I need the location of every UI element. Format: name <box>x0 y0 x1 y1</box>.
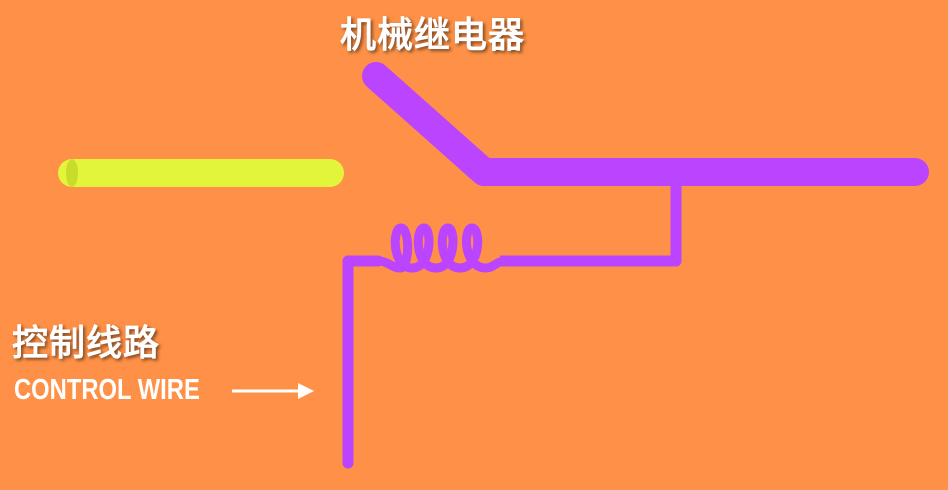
diagram-title: 机械继电器 <box>340 15 526 56</box>
input-wire-end <box>66 159 78 187</box>
arrow-right-icon <box>232 383 314 399</box>
control-wire-label-en: CONTROL WIRE <box>14 374 200 406</box>
relay-coil <box>373 223 511 273</box>
control-wire-return <box>500 180 682 267</box>
control-wire <box>342 255 384 469</box>
relay-switch-arm <box>362 62 929 186</box>
control-wire-label-cn: 控制线路 <box>12 323 161 364</box>
